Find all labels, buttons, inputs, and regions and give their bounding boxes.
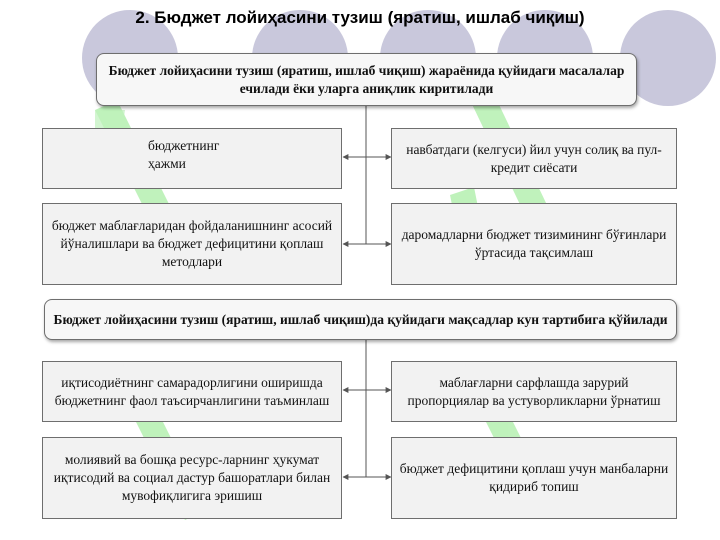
s1-right-bottom: даромадларни бюджет тизимининг бўғинлари… xyxy=(391,203,677,285)
s2-left-bottom: молиявий ва бошқа ресурс-ларнинг ҳукумат… xyxy=(42,437,342,519)
s2-right-bottom: бюджет дефицитини қоплаш учун манбаларни… xyxy=(391,437,677,519)
s1-left-top-text: бюджетнинг ҳажми xyxy=(148,138,220,171)
s2-left-top: иқтисодиётнинг самарадорлигини оширишда … xyxy=(42,361,342,422)
s1-left-bottom: бюджет маблағларидан фойдаланишнинг асос… xyxy=(42,203,342,285)
section2-header: Бюджет лойиҳасини тузиш (яратиш, ишлаб ч… xyxy=(44,299,677,340)
s1-right-top: навбатдаги (келгуси) йил учун солиқ ва п… xyxy=(391,128,677,189)
s1-left-top: бюджетнинг ҳажми xyxy=(42,128,342,189)
section1-header: Бюджет лойиҳасини тузиш (яратиш, ишлаб ч… xyxy=(96,53,637,106)
page-title: 2. Бюджет лойиҳасини тузиш (яратиш, ишла… xyxy=(135,8,585,27)
deco-circle xyxy=(620,10,716,106)
s2-right-top: маблағларни сарфлашда зарурий пропорциял… xyxy=(391,361,677,422)
